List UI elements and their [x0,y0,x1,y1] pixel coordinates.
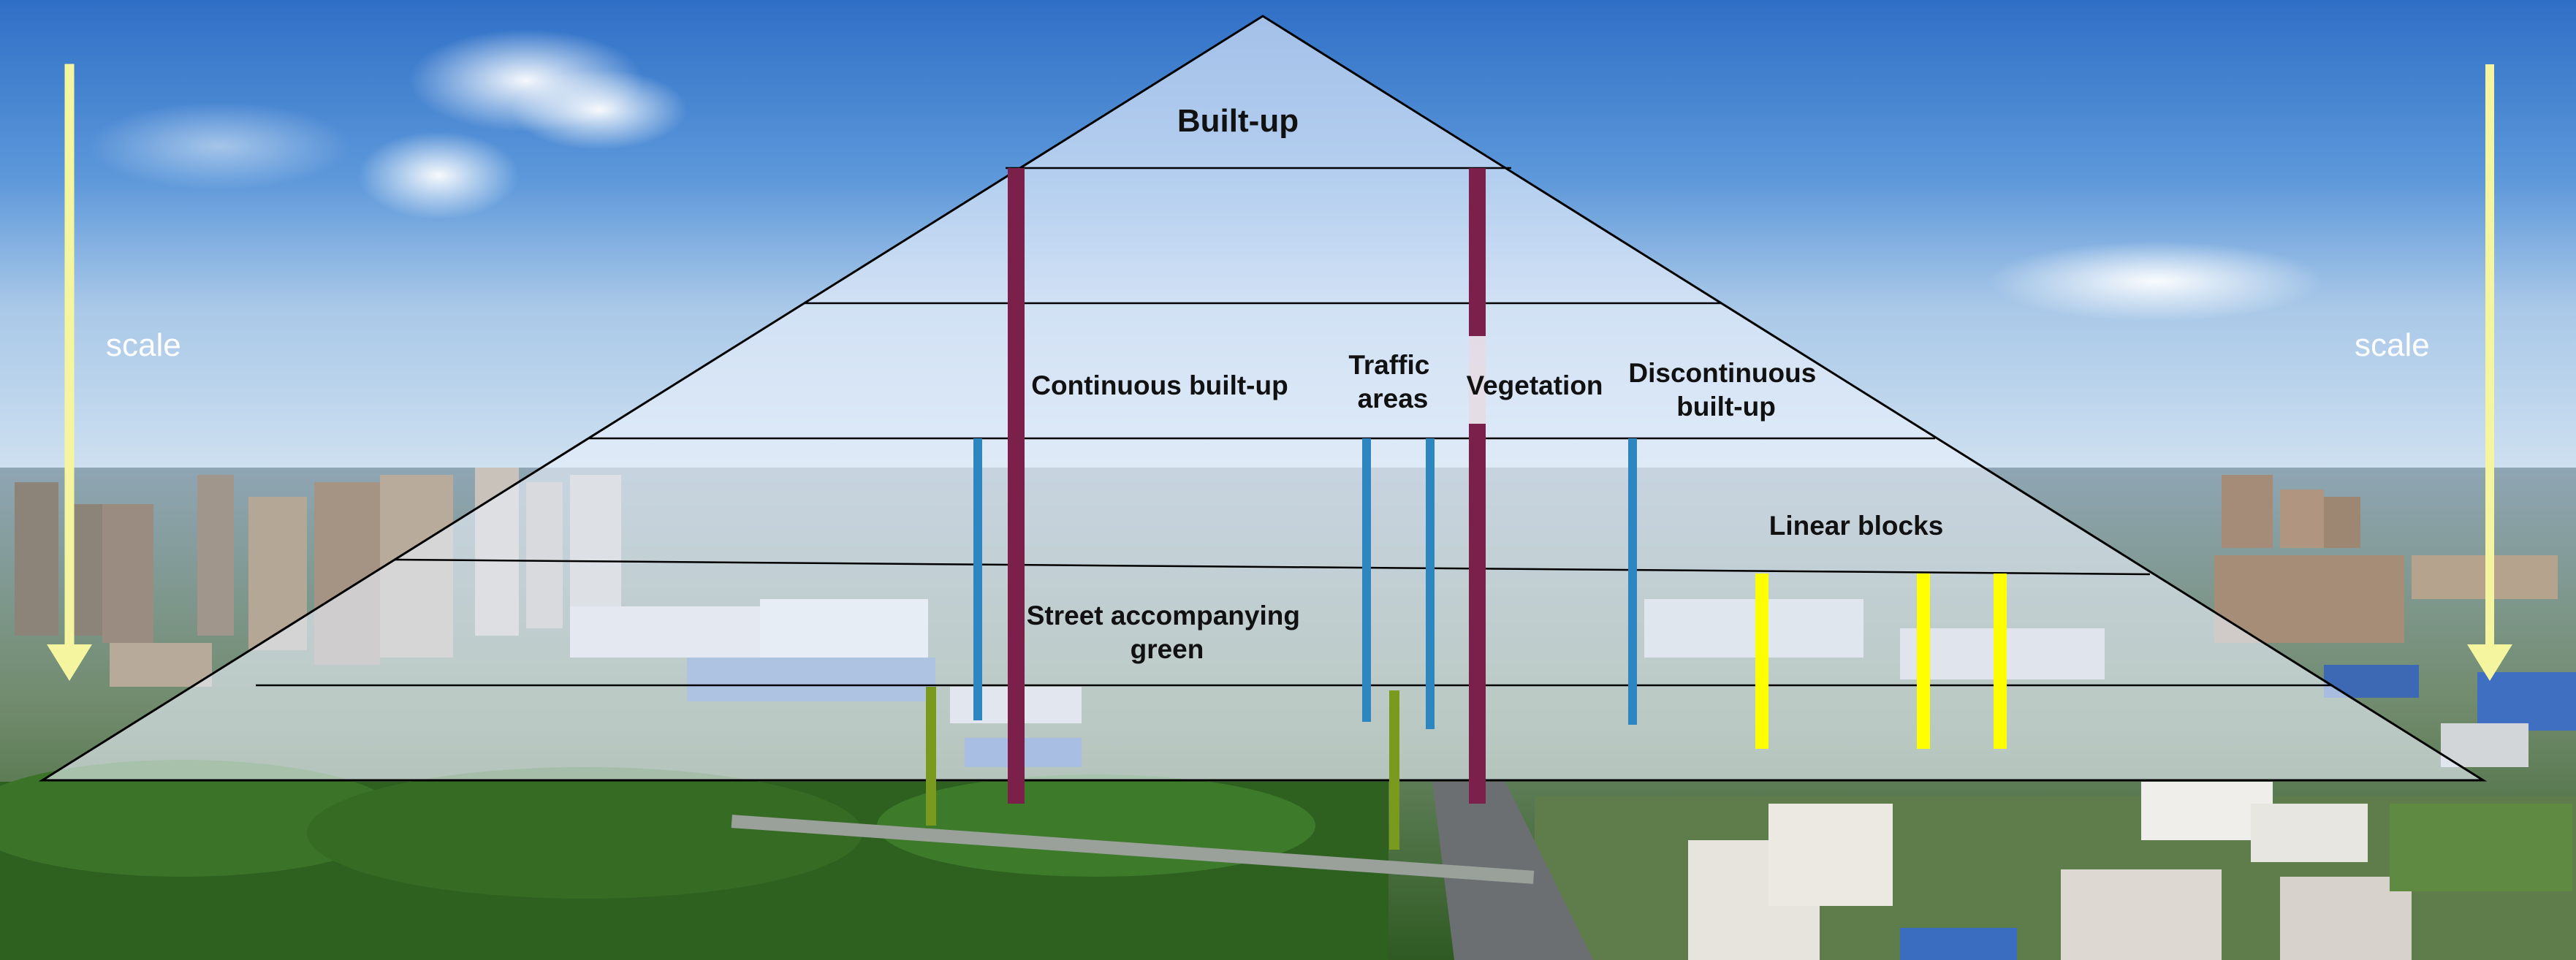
linear-blocks-bar [1994,574,2007,749]
arrow-head-icon [2467,644,2512,681]
label-discontinuous-built-up: Discontinuous built-up [1628,358,1823,422]
vegetation-bar-upper [1469,168,1486,336]
cloud [512,69,687,150]
traffic-bar [973,438,982,720]
foreground-buildings [1688,782,2572,960]
cloud [88,102,351,190]
scale-label-right: scale [2355,327,2430,363]
label-traffic-areas-line-2: areas [1358,384,1429,414]
pyramid-fill [38,15,2488,782]
street-green-bar [1389,690,1399,850]
label-street-accompanying-green-line-2: green [1131,634,1204,664]
label-street-accompanying-green: Street accompanying green [1027,601,1308,664]
category-bars [926,168,2007,850]
label-street-accompanying-green-line-1: Street accompanying [1027,601,1300,631]
pyramid-title: Built-up [1177,103,1299,139]
vegetation-bar-gap [1469,336,1486,424]
traffic-bar [1426,438,1435,729]
arrow-shaft [64,64,75,653]
scale-pyramid [38,15,2488,782]
pyramid-level-lines [256,167,2331,687]
vegetation-bar-lower [1469,424,1486,804]
label-linear-blocks: Linear blocks [1769,511,1944,541]
label-discontinuous-built-up-line-1: Discontinuous [1628,358,1816,388]
arrow-head-icon [47,644,92,681]
label-discontinuous-built-up-line-2: built-up [1676,392,1776,422]
label-traffic-areas-line-1: Traffic [1348,350,1429,380]
label-vegetation: Vegetation [1466,370,1603,400]
scale-arrow-right [2467,64,2512,681]
traffic-bar [1628,438,1637,725]
level-line [394,558,2151,576]
linear-blocks-bar [1917,574,1930,749]
cloud [1988,241,2324,321]
scale-arrow-left [47,64,92,681]
traffic-bar [1362,438,1371,722]
label-continuous-built-up: Continuous built-up [1031,370,1288,400]
road [731,782,1593,960]
scale-label-left: scale [106,327,181,363]
cloud [358,132,519,219]
continuous-built-up-bar [1008,168,1025,804]
street-green-bar [926,687,936,826]
label-traffic-areas: Traffic areas [1348,350,1437,414]
arrow-shaft [2485,64,2494,652]
linear-blocks-bar [1755,574,1768,749]
